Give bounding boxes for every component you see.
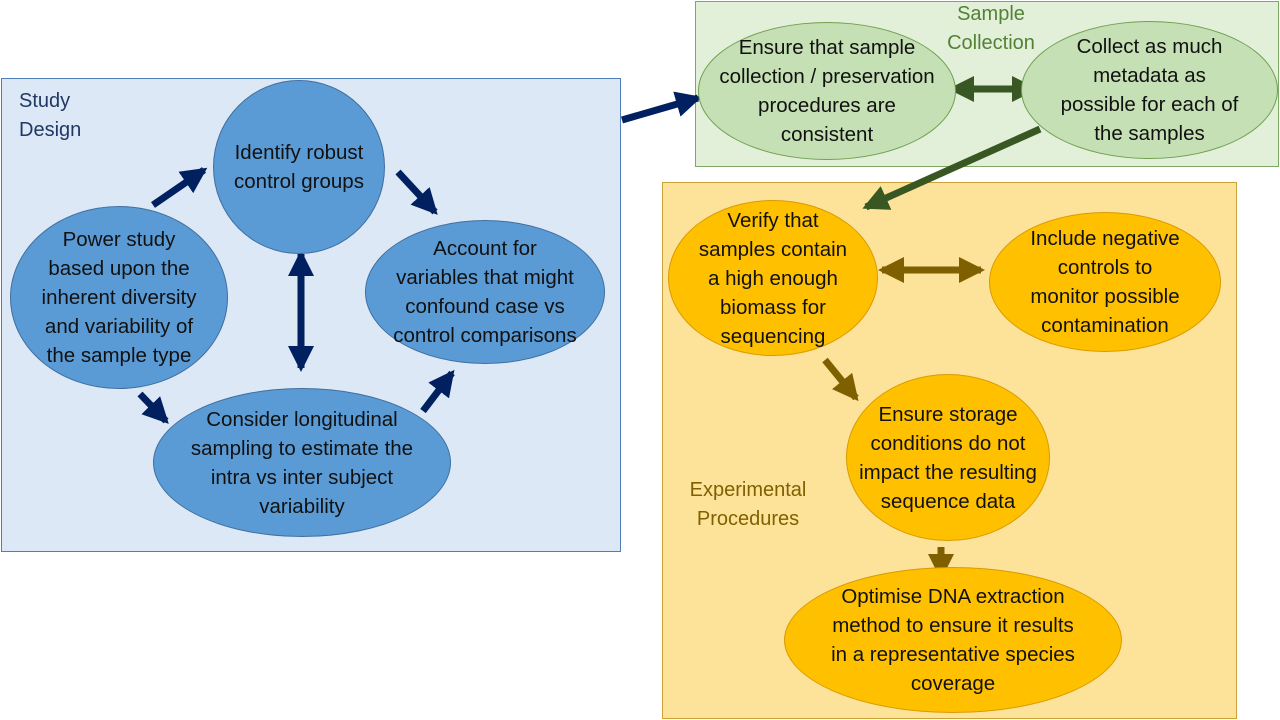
node-text-line: Consider longitudinal xyxy=(206,407,398,431)
node-text-line: metadata as xyxy=(1093,64,1206,87)
node-negative-controls: Include negative controls to monitor pos… xyxy=(989,212,1221,352)
node-text-line: the sample type xyxy=(46,344,192,367)
node-dna-extraction: Optimise DNA extraction method to ensure… xyxy=(784,567,1122,713)
node-text-line: sequence data xyxy=(880,489,1016,513)
node-text-line: Ensure storage xyxy=(878,402,1018,426)
node-text-line: collection / preservation xyxy=(719,65,935,88)
node-biomass: Verify that samples contain a high enoug… xyxy=(668,200,878,356)
node-text-line: intra vs inter subject xyxy=(210,465,394,489)
node-text-line: procedures are xyxy=(758,94,896,117)
node-power-study: Power study based upon the inherent dive… xyxy=(10,206,228,389)
sample-collection-label-line: Collection xyxy=(947,32,1035,54)
node-text-line: Power study xyxy=(62,228,176,251)
node-text-line: sequencing xyxy=(720,324,826,348)
node-text-line: inherent diversity xyxy=(41,286,197,309)
node-text-line: a high enough xyxy=(708,266,838,290)
node-metadata: Collect as much metadata as possible for… xyxy=(1021,21,1278,159)
node-text-line: Optimise DNA extraction xyxy=(841,585,1065,608)
node-storage: Ensure storage conditions do not impact … xyxy=(846,374,1050,541)
node-text-line: Include negative xyxy=(1030,227,1180,250)
node-text-line: monitor possible xyxy=(1030,285,1180,308)
node-text-line: the samples xyxy=(1094,122,1205,145)
node-text-line: sampling to estimate the xyxy=(190,436,414,460)
node-text-line: variables that might xyxy=(396,266,574,289)
sample-collection-label: Sample Collection xyxy=(911,0,1071,58)
node-text-line: and variability of xyxy=(44,315,194,338)
node-text-line: samples contain xyxy=(698,237,848,261)
node-control-groups: Identify robust control groups xyxy=(213,80,385,254)
study-design-label-line: Study xyxy=(19,90,71,112)
node-text-line: possible for each of xyxy=(1060,93,1239,116)
node-text-line: Collect as much xyxy=(1076,35,1223,58)
sample-collection-label-line: Sample xyxy=(957,3,1025,25)
node-text-line: conditions do not xyxy=(870,431,1026,455)
study-design-label-line: Design xyxy=(19,119,82,141)
node-text-line: contamination xyxy=(1041,314,1169,337)
node-longitudinal: Consider longitudinal sampling to estima… xyxy=(153,388,451,537)
node-text-line: Verify that xyxy=(727,208,819,232)
node-text-line: in a representative species xyxy=(831,643,1075,666)
node-text-line: control comparisons xyxy=(393,324,577,347)
experimental-procedures-label: Experimental Procedures xyxy=(673,476,823,534)
node-text-line: biomass for xyxy=(720,295,826,319)
node-text-line: based upon the xyxy=(48,257,190,280)
experimental-procedures-label-line: Procedures xyxy=(696,508,800,530)
study-design-label: Study Design xyxy=(19,87,81,145)
arrow-study-to-sample xyxy=(621,91,702,124)
node-text-line: impact the resulting xyxy=(859,460,1037,484)
node-text-line: coverage xyxy=(910,672,996,695)
node-confound: Account for variables that might confoun… xyxy=(365,220,605,364)
node-text-line: controls to xyxy=(1057,256,1153,279)
node-consistent-collection: Ensure that sample collection / preserva… xyxy=(698,22,956,160)
node-text-line: variability xyxy=(259,494,345,518)
node-text-line: consistent xyxy=(780,123,874,146)
experimental-procedures-label-line: Experimental xyxy=(689,479,807,501)
node-text-line: Identify robust xyxy=(234,141,364,164)
node-text-line: control groups xyxy=(234,170,364,193)
node-text-line: method to ensure it results xyxy=(832,614,1074,637)
node-text-line: confound case vs xyxy=(405,295,565,318)
node-text-line: Ensure that sample xyxy=(738,36,916,59)
node-text-line: Account for xyxy=(433,237,537,260)
